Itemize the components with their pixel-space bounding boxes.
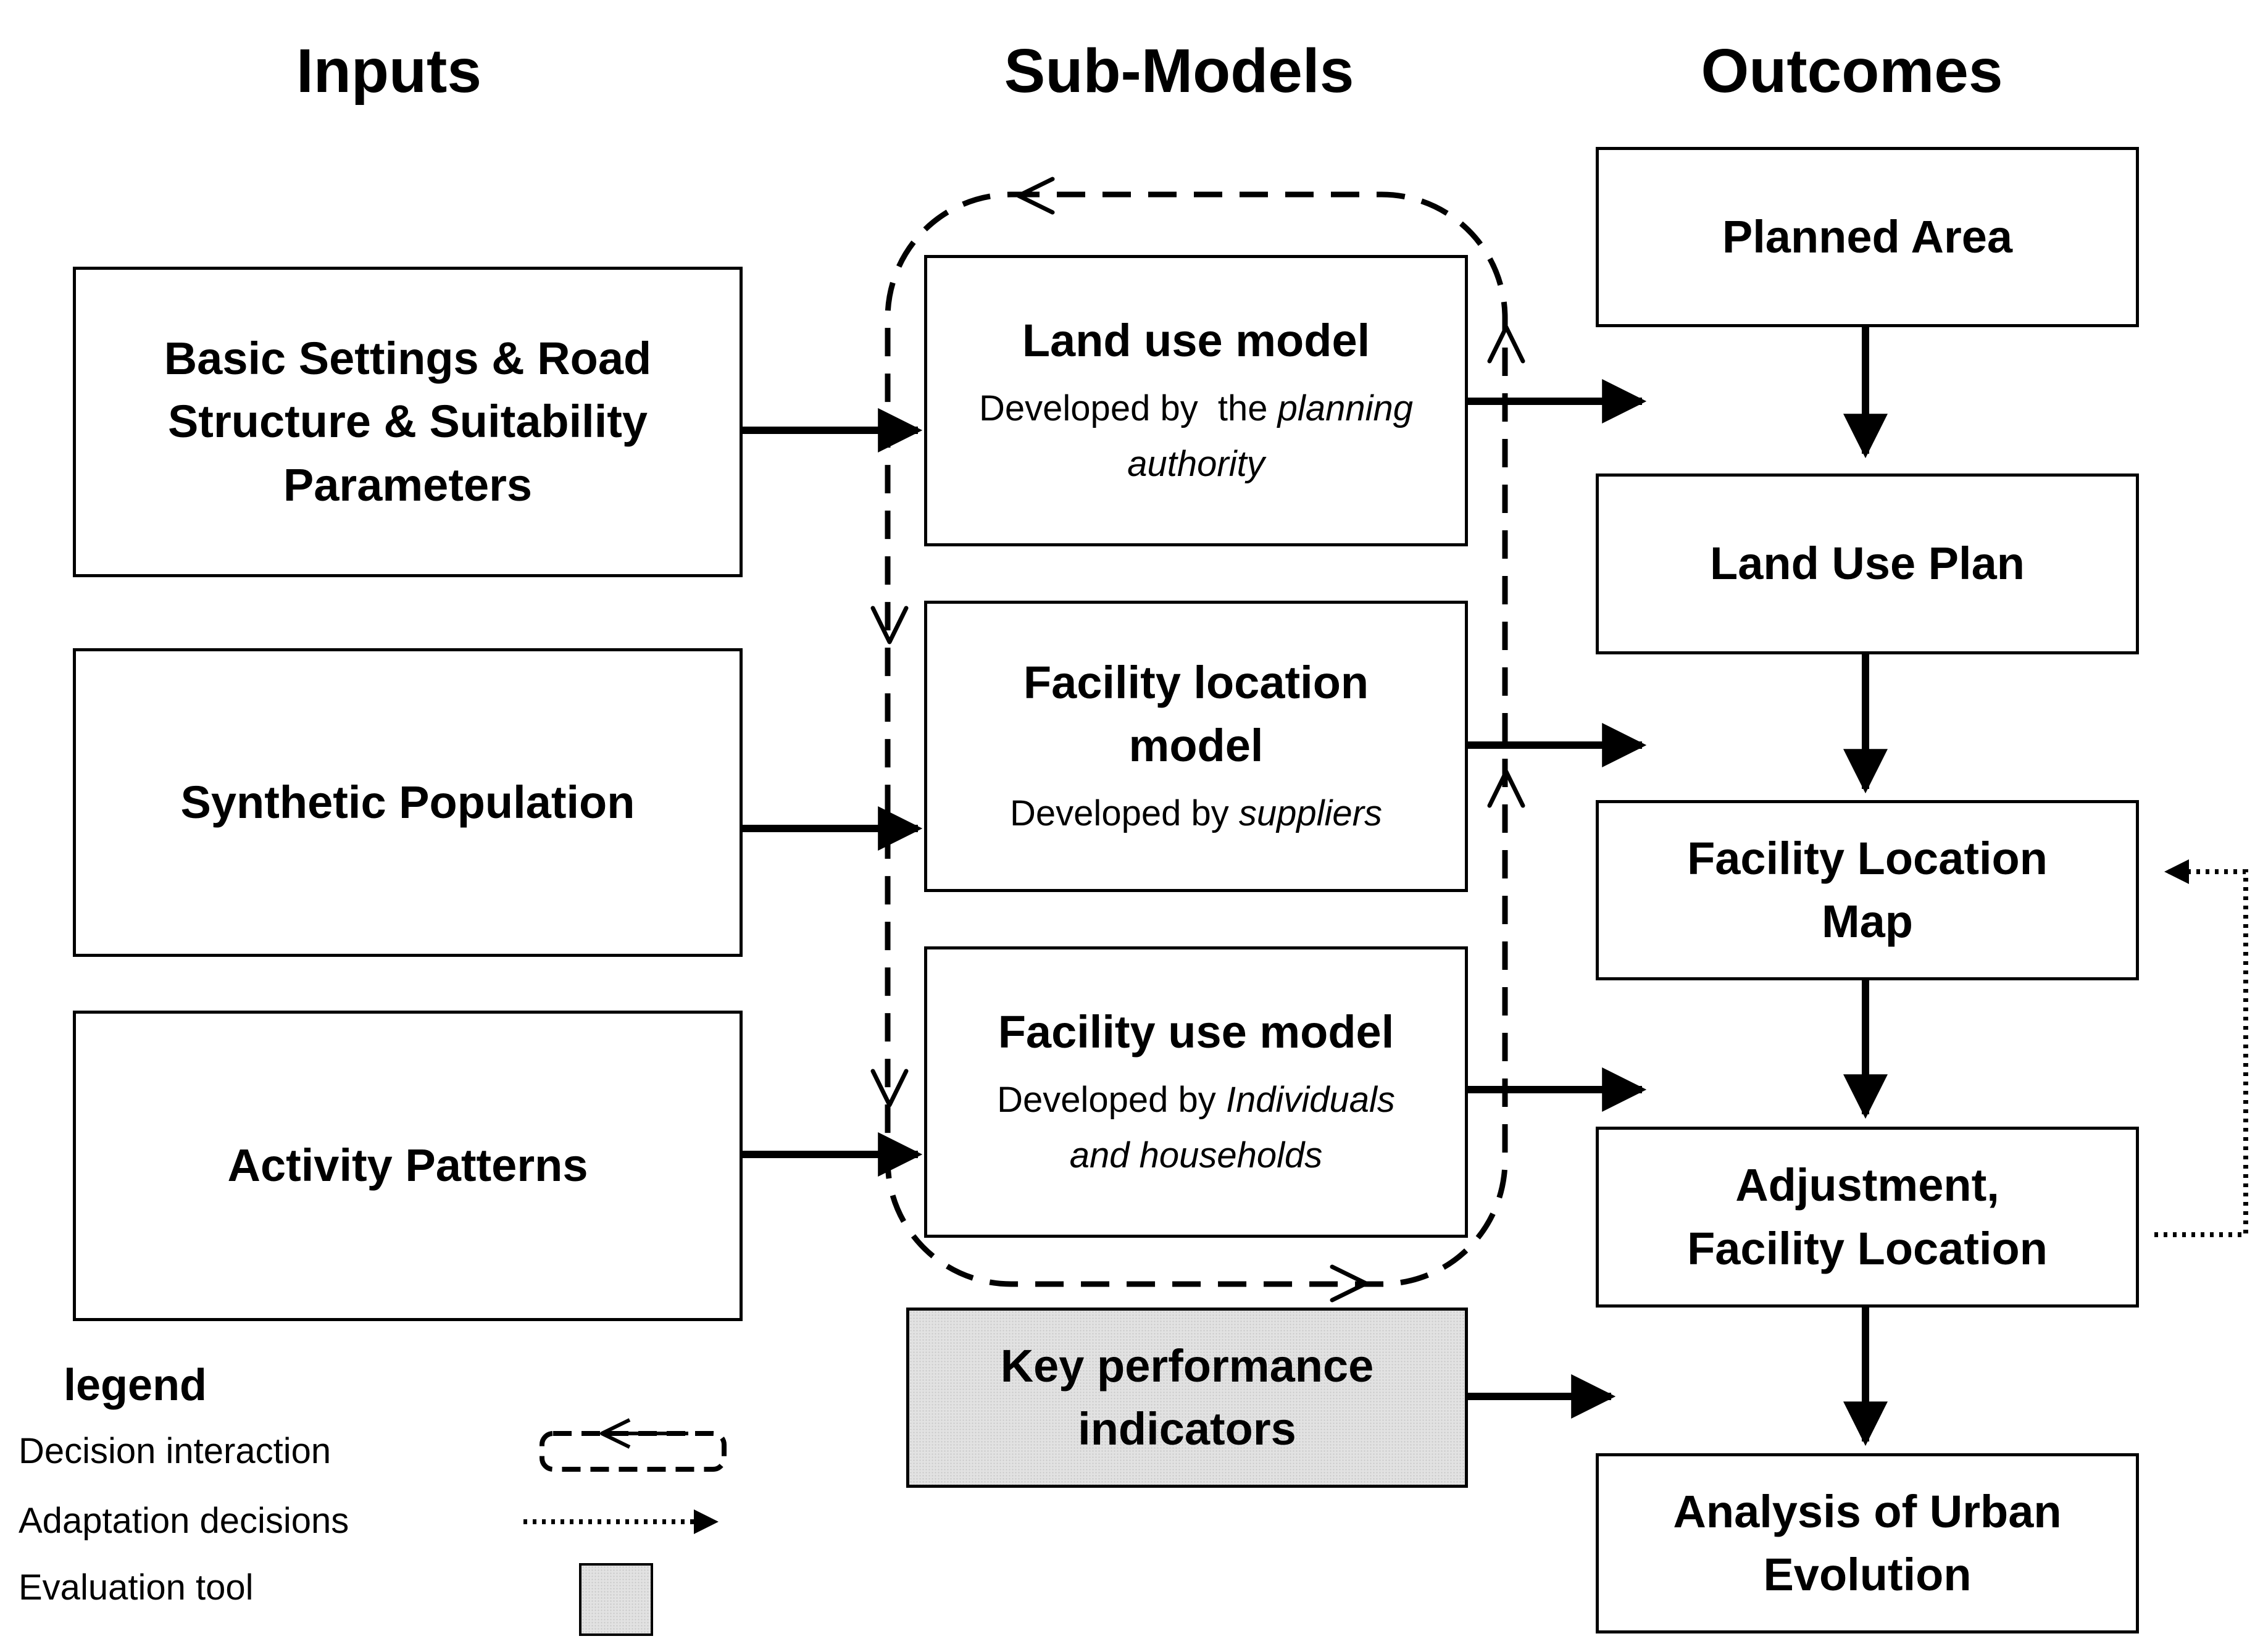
input-synthetic-population-label: Synthetic Population — [180, 776, 635, 828]
legend-adaptation-decisions-label: Adaptation decisions — [19, 1501, 349, 1541]
outcome-adjustment-line-1: Adjustment, — [1735, 1159, 1999, 1211]
header-submodels: Sub-Models — [1004, 36, 1354, 106]
submodel-facility-use-developer: Developed by Individuals and households — [997, 1072, 1395, 1183]
outcome-land-use-plan-label: Land Use Plan — [1710, 538, 2025, 590]
legend-decision-interaction-label: Decision interaction — [19, 1431, 331, 1471]
legend-evaluation-tool-label: Evaluation tool — [19, 1567, 254, 1608]
submodel-facility-use-developer-name-1: Individuals — [1225, 1080, 1395, 1120]
header-inputs: Inputs — [296, 36, 481, 106]
input-basic-settings: Basic Settings & Road Structure & Suitab… — [73, 267, 743, 577]
input-basic-settings-line-1: Basic Settings & Road — [164, 333, 652, 385]
outcome-adjustment-line-2: Facility Location — [1687, 1222, 2048, 1274]
decision-interaction-loop — [885, 191, 1508, 1287]
outcome-planned-area: Planned Area — [1596, 147, 2139, 327]
kpi-title-1: Key performance — [1000, 1340, 1374, 1391]
submodel-land-use-developer: Developed by the planning authority — [956, 381, 1437, 492]
input-synthetic-population: Synthetic Population — [73, 648, 743, 957]
header-outcomes: Outcomes — [1701, 36, 2003, 106]
outcome-adjustment: Adjustment, Facility Location — [1596, 1127, 2139, 1308]
submodel-facility-location-developer: Developed by suppliers — [1010, 786, 1382, 841]
submodel-land-use-developer-name: planning authority — [1127, 388, 1413, 485]
submodel-land-use-title: Land use model — [1022, 315, 1370, 367]
submodel-facility-use-developer-name-2: and households — [1069, 1135, 1323, 1176]
submodel-facility-location: Facility location model Developed by sup… — [924, 601, 1468, 892]
outcome-analysis-line-1: Analysis of Urban — [1673, 1485, 2062, 1537]
outcome-planned-area-label: Planned Area — [1722, 211, 2013, 262]
outcome-analysis-urban-evolution: Analysis of Urban Evolution — [1596, 1453, 2139, 1633]
input-basic-settings-line-2: Structure & Suitability — [167, 396, 648, 448]
submodel-land-use: Land use model Developed by the planning… — [924, 255, 1468, 546]
kpi-title-2: indicators — [1078, 1403, 1296, 1454]
input-basic-settings-line-3: Parameters — [283, 459, 533, 511]
outcome-land-use-plan: Land Use Plan — [1596, 473, 2139, 654]
submodel-facility-location-developer-prefix: Developed by — [1010, 793, 1239, 834]
input-activity-patterns: Activity Patterns — [73, 1011, 743, 1321]
outcome-facility-location-map-line-2: Map — [1822, 896, 1913, 947]
outcome-facility-location-map-line-1: Facility Location — [1687, 832, 2048, 884]
submodel-key-performance-indicators: Key performance indicators — [906, 1308, 1468, 1488]
outcome-facility-location-map: Facility Location Map — [1596, 800, 2139, 980]
submodel-facility-location-title-2: model — [1128, 720, 1264, 772]
submodel-facility-location-title-1: Facility location — [1023, 656, 1369, 708]
legend-evaluation-swatch — [579, 1563, 653, 1636]
submodel-facility-use-developer-prefix: Developed by — [997, 1080, 1226, 1120]
input-activity-patterns-label: Activity Patterns — [227, 1140, 588, 1191]
legend-title: legend — [64, 1361, 207, 1410]
loop-direction-chevrons — [870, 177, 1525, 1303]
legend-decision-swatch — [540, 1431, 727, 1472]
outcome-analysis-line-2: Evolution — [1763, 1549, 1972, 1600]
submodel-land-use-developer-prefix: Developed by the — [979, 388, 1278, 429]
submodel-facility-use-title: Facility use model — [998, 1006, 1394, 1058]
submodel-facility-location-developer-name: suppliers — [1238, 793, 1382, 834]
adaptation-feedback-arrow — [2154, 859, 2248, 1237]
submodel-facility-use: Facility use model Developed by Individu… — [924, 946, 1468, 1238]
